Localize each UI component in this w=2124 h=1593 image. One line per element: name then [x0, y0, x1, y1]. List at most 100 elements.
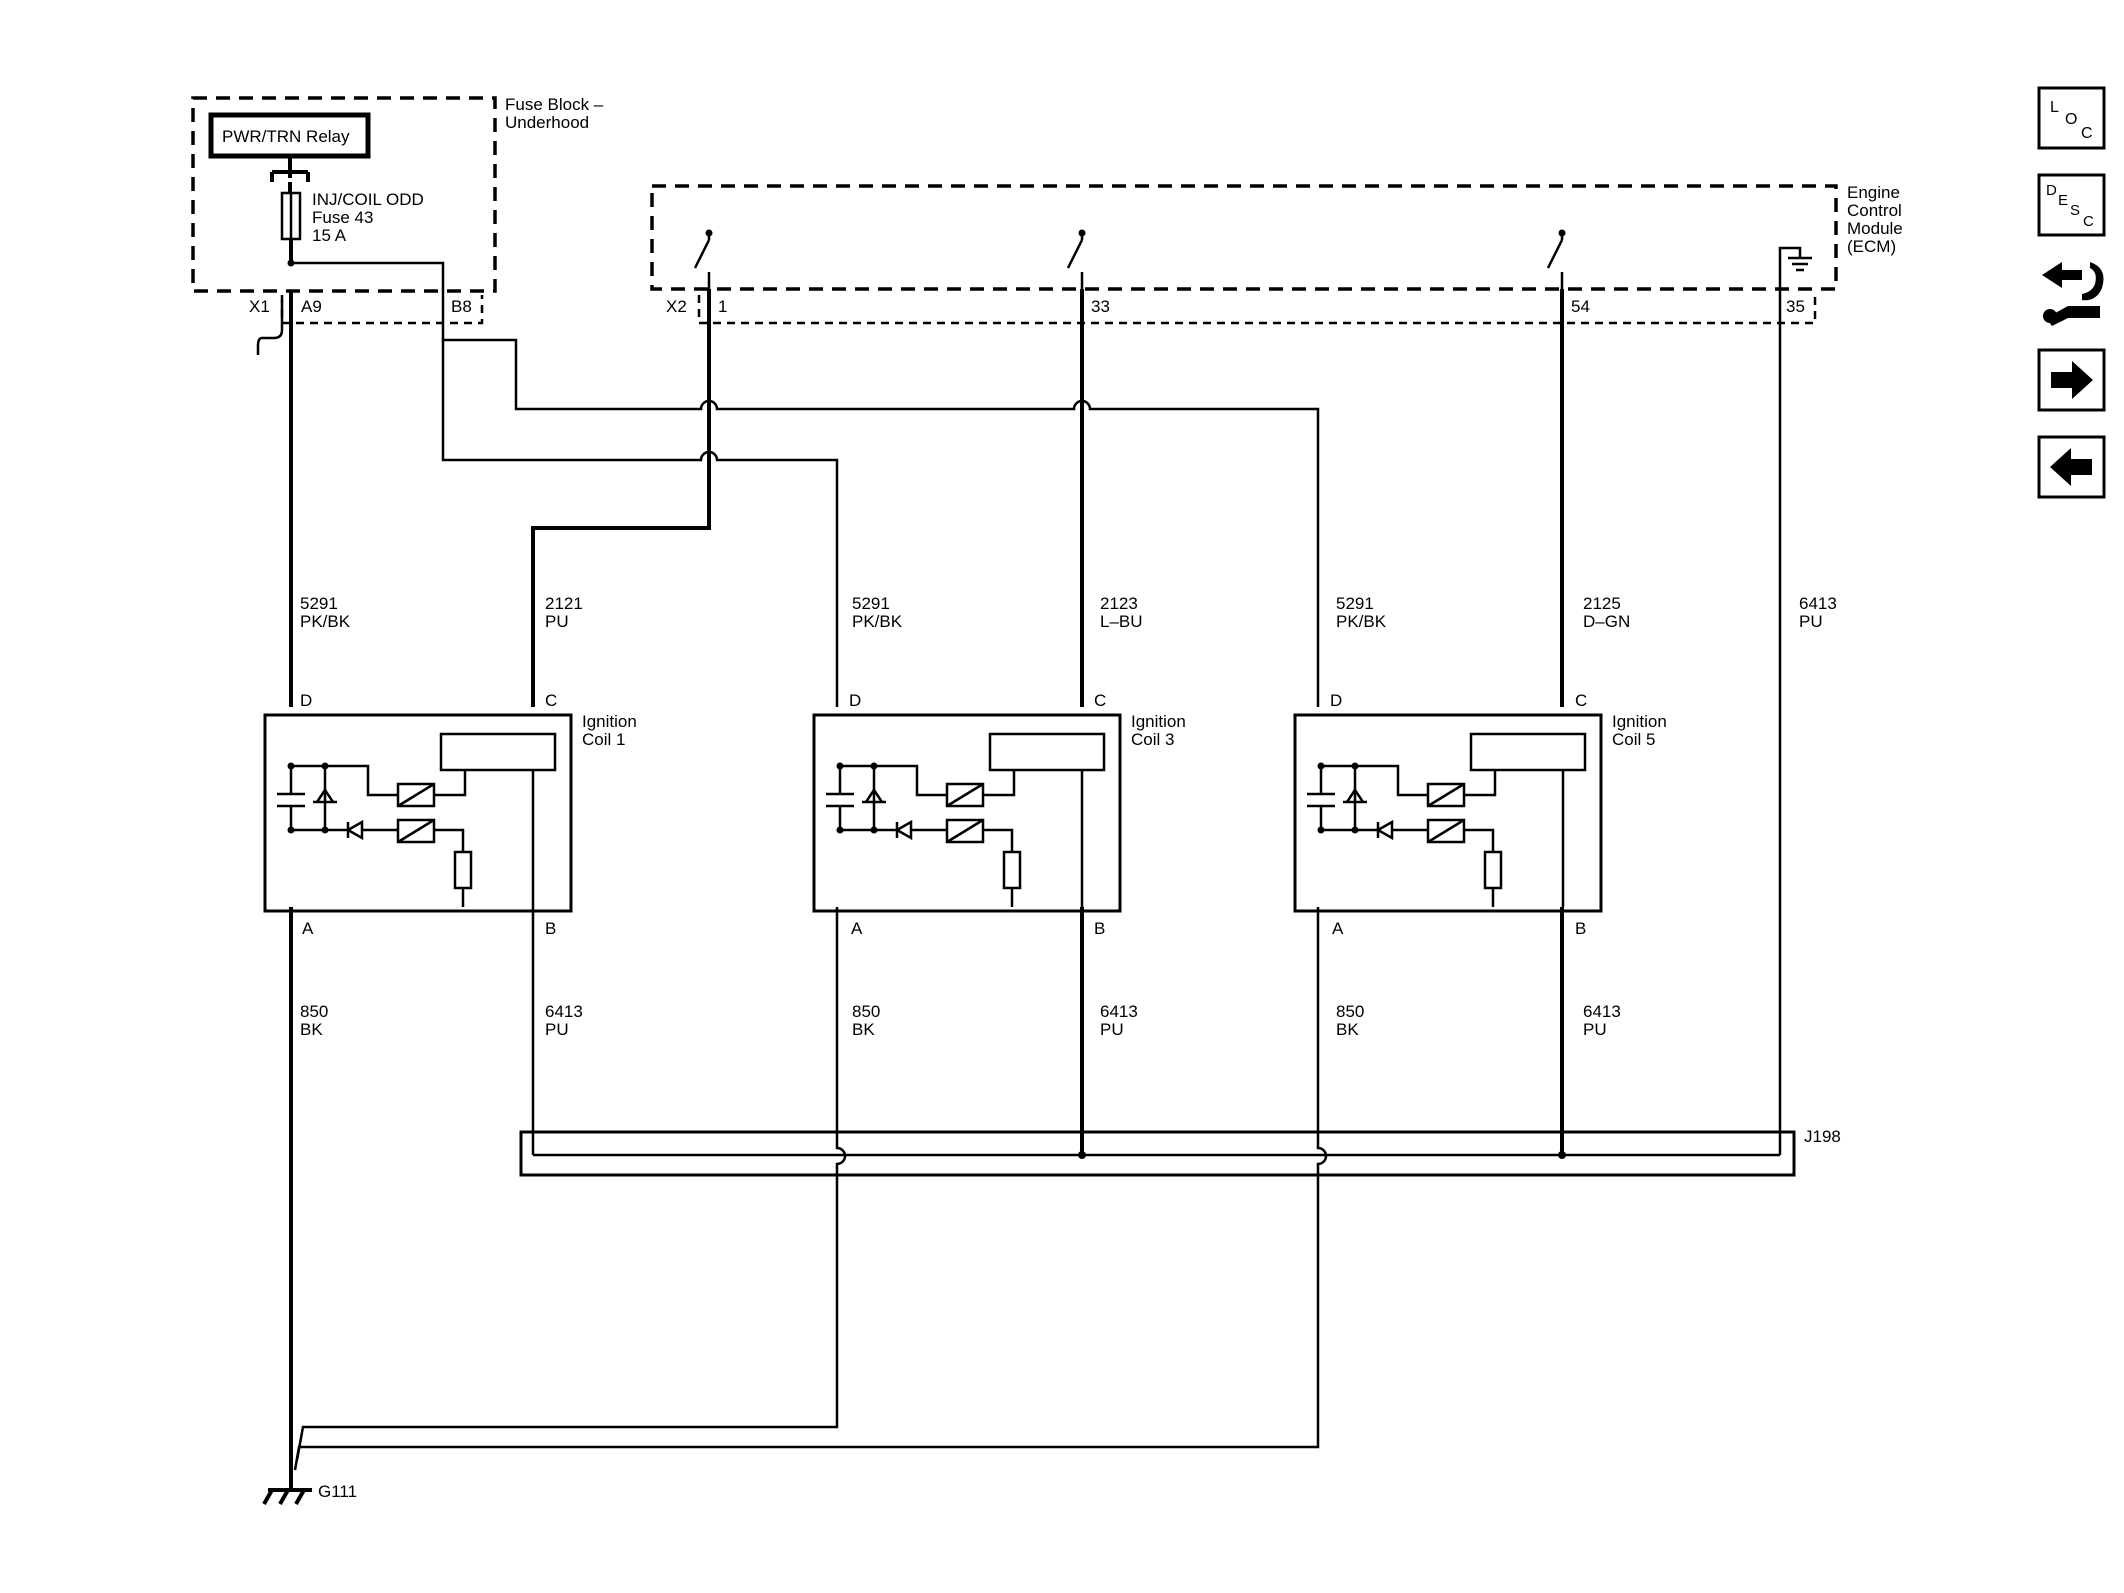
x1-connector-break	[256, 300, 284, 355]
wire-label-color: D–GN	[1583, 612, 1630, 631]
coil-pin-c: C	[1094, 691, 1106, 710]
ignition-coil-3: D C A B Ignition Coil 3	[812, 691, 1186, 938]
wire-850-coil3	[295, 907, 847, 1461]
pin-1-label: 1	[718, 297, 727, 316]
ecm-title-2: Control	[1847, 201, 1902, 220]
coil-title-2: Coil 3	[1131, 730, 1174, 749]
wire-label-color: PU	[545, 1020, 569, 1039]
ecm-title-1: Engine	[1847, 183, 1900, 202]
description-button[interactable]: D E S C	[2037, 173, 2106, 237]
coil-outline	[812, 713, 1122, 913]
coil-pin-a: A	[1332, 919, 1344, 938]
wire-label-num: 6413	[1583, 1002, 1621, 1021]
fuse-name: INJ/COIL ODD	[312, 190, 424, 209]
j198-splice-node-2	[1558, 1151, 1566, 1159]
coil-driver-module	[1469, 732, 1587, 772]
wire-labels: 5291 PK/BK 2121 PU 5291 PK/BK 2123 L–BU …	[300, 594, 1837, 1039]
coil-pin-c: C	[545, 691, 557, 710]
coil-pin-b: B	[1094, 919, 1105, 938]
wire-label-color: PU	[1100, 1020, 1124, 1039]
fuse-number: Fuse 43	[312, 208, 373, 227]
ecm-outline	[650, 184, 1838, 291]
relay-contact	[270, 158, 310, 193]
fuse-block-title-1: Fuse Block –	[505, 95, 604, 114]
pin-b8-label: B8	[451, 297, 472, 316]
coil-driver-module	[988, 732, 1106, 772]
ground-label-g111: G111	[318, 1482, 357, 1501]
coil-zener-diode	[862, 787, 886, 804]
wire-label-num: 2125	[1583, 594, 1621, 613]
coil-title-1: Ignition	[582, 712, 637, 731]
next-arrow-button[interactable]	[2037, 348, 2106, 412]
pwr-trn-relay-label: PWR/TRN Relay	[222, 127, 350, 146]
desc-letter-c: C	[2083, 213, 2094, 230]
coil-pin-a: A	[302, 919, 314, 938]
pin-33-label: 33	[1091, 297, 1110, 316]
j198-label: J198	[1804, 1127, 1841, 1146]
left-arrow-icon	[2050, 448, 2092, 486]
wire-label-color: PU	[1583, 1020, 1607, 1039]
wire-label-color: PK/BK	[1336, 612, 1387, 631]
desc-letter-d: D	[2046, 182, 2057, 199]
splice-pack-j198	[519, 1130, 1796, 1177]
wire-label-color: PK/BK	[300, 612, 351, 631]
coil-driver-module	[439, 732, 557, 772]
coil-pin-b: B	[1575, 919, 1586, 938]
coil-resistor	[1483, 850, 1503, 890]
wire-label-color: BK	[300, 1020, 323, 1039]
fuse-block-title-2: Underhood	[505, 113, 589, 132]
coil-circuit	[840, 764, 1084, 907]
location-button[interactable]: L O C	[2037, 86, 2106, 150]
right-arrow-icon	[2051, 361, 2093, 399]
previous-arrow-button[interactable]	[2037, 435, 2106, 499]
wire-label-num: 2121	[545, 594, 583, 613]
ecm-title-4: (ECM)	[1847, 237, 1896, 256]
j198-splice-node-1	[1078, 1151, 1086, 1159]
coil-resistor	[1002, 850, 1022, 890]
wire-850-coil5	[293, 907, 1328, 1471]
coil-title-2: Coil 5	[1612, 730, 1655, 749]
wire-label-num: 5291	[1336, 594, 1374, 613]
wire-label-num: 850	[300, 1002, 328, 1021]
wire-5291-coil3	[441, 340, 839, 707]
coil-capacitor	[1307, 766, 1335, 830]
connector-tool-icon[interactable]	[2042, 262, 2104, 326]
ignition-coil-5: D C A B Ignition Coil 5	[1293, 691, 1667, 938]
ecm-driver-switch-54	[1546, 229, 1566, 289]
coil-pin-a: A	[851, 919, 863, 938]
loc-letter-o: O	[2065, 111, 2077, 128]
coil-title-1: Ignition	[1612, 712, 1667, 731]
coil-outline	[1293, 713, 1603, 913]
wire-label-num: 6413	[1799, 594, 1837, 613]
ecm-driver-switch-33	[1066, 229, 1086, 289]
engine-control-module: Engine Control Module (ECM) X2 1 33 54 3…	[650, 183, 1903, 325]
coil-resistor	[453, 850, 473, 890]
x2-connector-label: X2	[666, 297, 687, 316]
pin-a9-label: A9	[301, 297, 322, 316]
wire-label-color: BK	[1336, 1020, 1359, 1039]
wire-label-color: BK	[852, 1020, 875, 1039]
wire-label-num: 850	[1336, 1002, 1364, 1021]
desc-letter-s: S	[2070, 202, 2080, 219]
wire-label-color: PU	[1799, 612, 1823, 631]
coil-outline	[263, 713, 573, 913]
coil-capacitor	[277, 766, 305, 830]
ecm-driver-switch-1	[693, 229, 713, 289]
wire-label-color: L–BU	[1100, 612, 1143, 631]
coil-capacitor	[826, 766, 854, 830]
coil-pin-b: B	[545, 919, 556, 938]
desc-letter-e: E	[2058, 192, 2068, 209]
coil-circuit	[291, 764, 535, 907]
wire-5291-coil5	[441, 291, 1320, 707]
loc-letter-l: L	[2050, 99, 2059, 116]
wire-label-color: PU	[545, 612, 569, 631]
wire-label-num: 5291	[300, 594, 338, 613]
x1-connector-label: X1	[249, 297, 270, 316]
coil-pin-d: D	[849, 691, 861, 710]
coil-title-1: Ignition	[1131, 712, 1186, 731]
pwr-trn-relay-box	[208, 112, 371, 159]
x2-connector-outline	[697, 295, 1817, 325]
coil-pin-d: D	[300, 691, 312, 710]
pin-35-label: 35	[1786, 297, 1805, 316]
